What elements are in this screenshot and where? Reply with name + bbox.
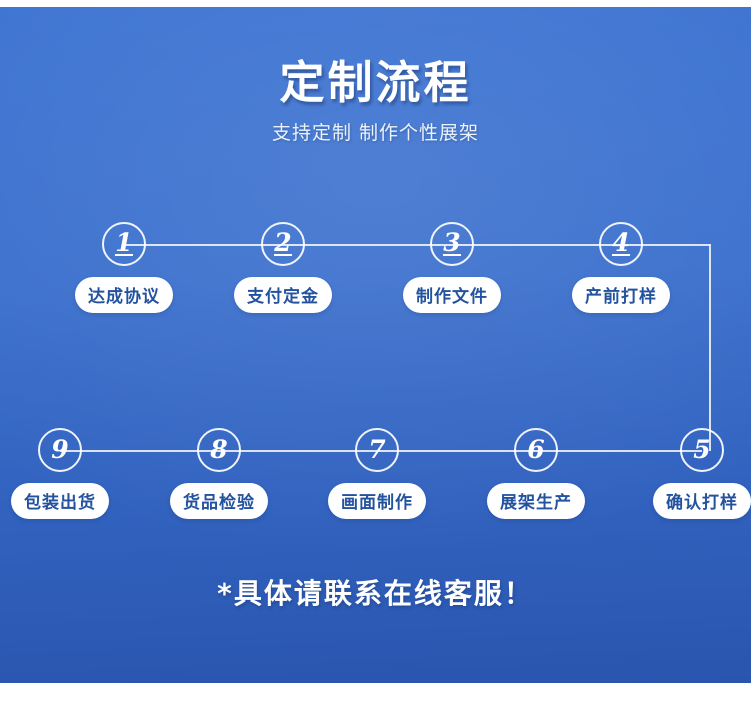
step-number-6: 6 — [527, 435, 545, 464]
custom-process-banner: 定制流程 支持定制 制作个性展架 1 达成协议 2 支付定金 3 制作文件 — [0, 7, 751, 683]
step-label-9[interactable]: 包装出货 — [11, 483, 109, 519]
banner-header: 定制流程 支持定制 制作个性展架 — [0, 7, 751, 145]
step-number-5: 5 — [693, 435, 711, 464]
flow-step-6[interactable]: 6 展架生产 — [456, 428, 616, 519]
step-label-3[interactable]: 制作文件 — [403, 277, 501, 313]
step-number-8: 8 — [210, 435, 228, 464]
connector-line-step1-step2 — [124, 244, 283, 246]
flow-step-5[interactable]: 5 确认打样 — [622, 428, 751, 519]
step-number-7: 7 — [368, 435, 386, 464]
flow-step-8[interactable]: 8 货品检验 — [139, 428, 299, 519]
step-number-1: 1 — [104, 224, 144, 264]
footnote-text: *具体请联系在线客服！ — [217, 577, 534, 610]
flow-step-1[interactable]: 1 达成协议 — [44, 222, 204, 313]
step-circle-3: 3 — [430, 222, 474, 266]
step-circle-4: 4 — [599, 222, 643, 266]
connector-line-step5-step6 — [536, 450, 702, 452]
step-label-4[interactable]: 产前打样 — [572, 277, 670, 313]
flow-step-3[interactable]: 3 制作文件 — [372, 222, 532, 313]
step-number-3: 3 — [432, 224, 472, 264]
connector-vertical-step4-to-step5 — [709, 244, 711, 451]
step-label-7[interactable]: 画面制作 — [328, 483, 426, 519]
step-number-4: 4 — [601, 224, 641, 264]
step-label-6[interactable]: 展架生产 — [487, 483, 585, 519]
connector-line-step8-step9 — [60, 450, 219, 452]
step-circle-5: 5 — [680, 428, 724, 472]
connector-line-step6-step7 — [377, 450, 536, 452]
step-circle-6: 6 — [514, 428, 558, 472]
step-label-1[interactable]: 达成协议 — [75, 277, 173, 313]
step-label-8[interactable]: 货品检验 — [170, 483, 268, 519]
flow-step-7[interactable]: 7 画面制作 — [297, 428, 457, 519]
step-number-9: 9 — [51, 435, 69, 464]
step-circle-2: 2 — [261, 222, 305, 266]
flow-step-9[interactable]: 9 包装出货 — [0, 428, 140, 519]
flow-step-4[interactable]: 4 产前打样 — [541, 222, 701, 313]
connector-line-step2-step3 — [283, 244, 452, 246]
step-label-2[interactable]: 支付定金 — [234, 277, 332, 313]
connector-line-step4-elbow — [621, 244, 710, 246]
page-subtitle: 支持定制 制作个性展架 — [271, 121, 480, 144]
flow-row-bottom: 9 包装出货 8 货品检验 7 画面制作 6 展架生产 5 确 — [0, 403, 751, 519]
step-number-2: 2 — [263, 224, 303, 264]
flow-step-2[interactable]: 2 支付定金 — [203, 222, 363, 313]
step-circle-7: 7 — [355, 428, 399, 472]
page-title: 定制流程 — [279, 56, 472, 109]
connector-line-step3-step4 — [452, 244, 621, 246]
step-label-5[interactable]: 确认打样 — [653, 483, 751, 519]
step-circle-1: 1 — [102, 222, 146, 266]
step-circle-9: 9 — [38, 428, 82, 472]
step-circle-8: 8 — [197, 428, 241, 472]
connector-line-step7-step8 — [219, 450, 377, 452]
flow-row-top: 1 达成协议 2 支付定金 3 制作文件 4 产前打样 — [0, 197, 751, 313]
